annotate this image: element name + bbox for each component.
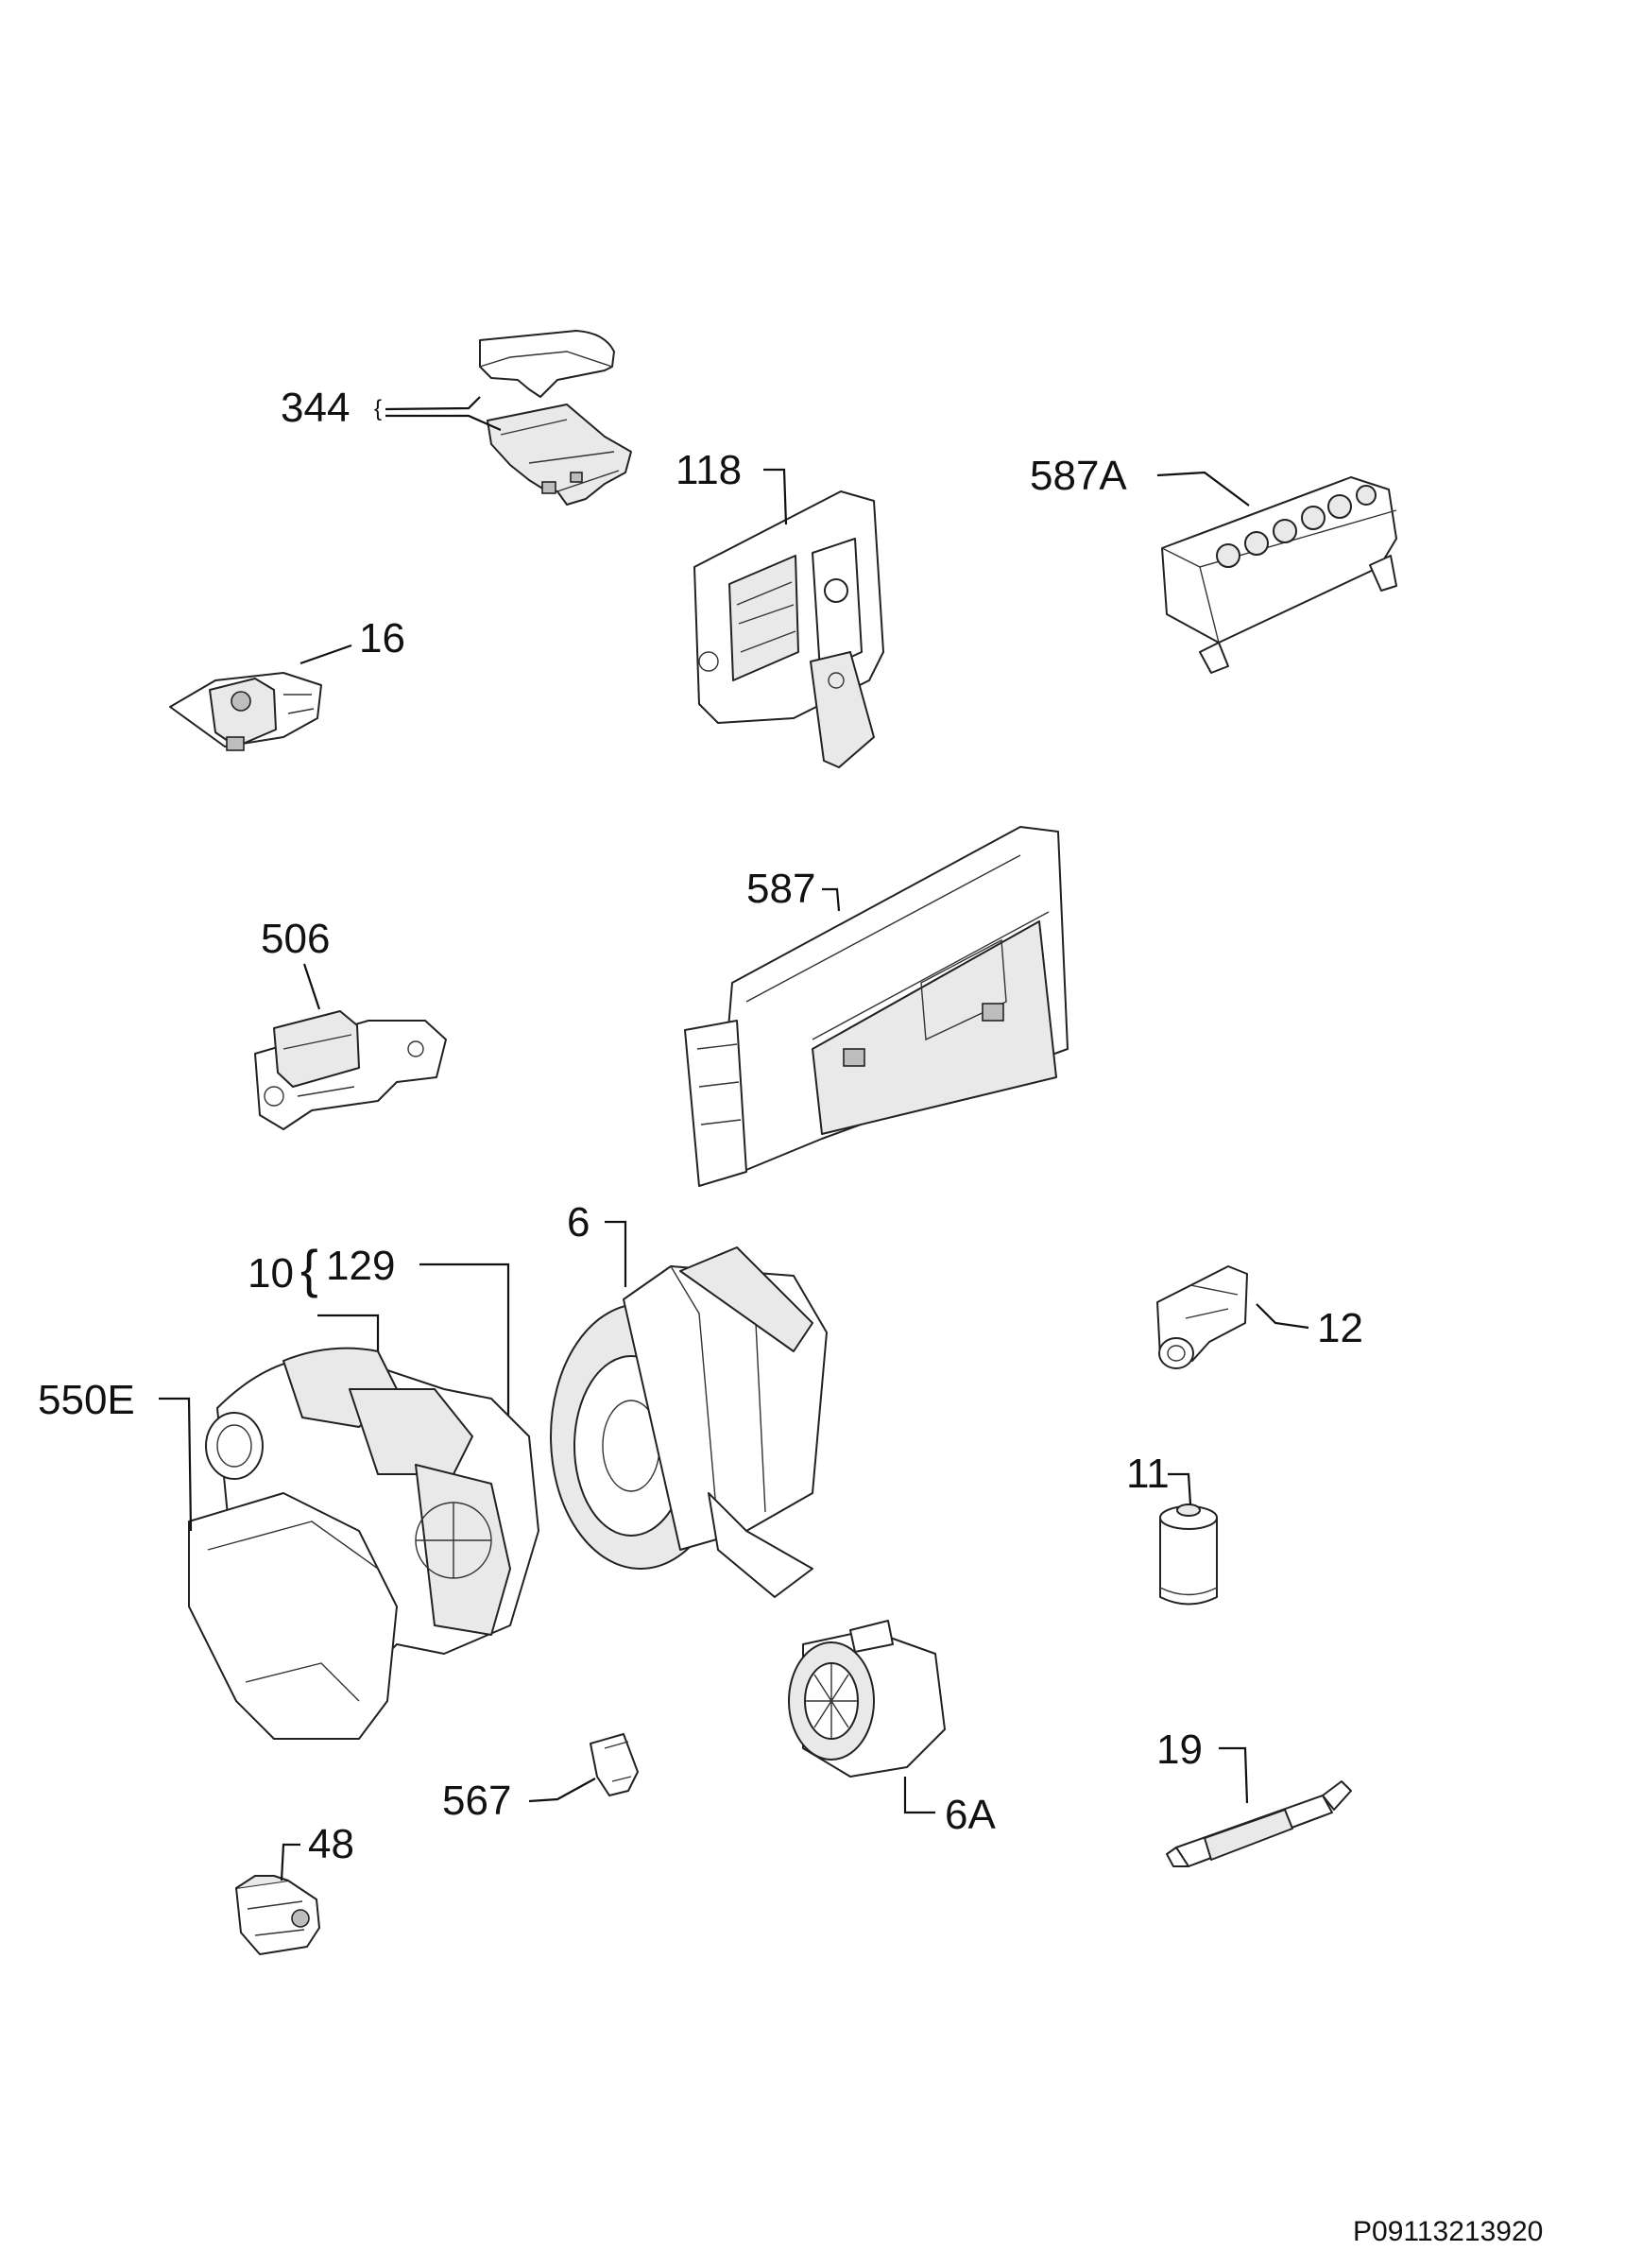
callout-6A: 6A xyxy=(945,1792,996,1838)
brace-344: { xyxy=(374,396,382,421)
part-567-drawing xyxy=(590,1733,639,1796)
part-344-drawing xyxy=(479,330,632,506)
part-6-drawing xyxy=(550,1246,828,1598)
callout-48: 48 xyxy=(308,1821,354,1867)
leader-6A xyxy=(903,1777,935,1814)
document-code: P09113213920 xyxy=(1353,2216,1543,2247)
part-587-drawing xyxy=(684,826,1069,1187)
callout-19: 19 xyxy=(1156,1727,1203,1773)
part-118-drawing xyxy=(693,490,884,768)
part-587A-drawing xyxy=(1161,476,1397,674)
callout-587: 587 xyxy=(746,866,815,912)
callout-118: 118 xyxy=(676,447,742,493)
callout-344: 344 xyxy=(281,385,350,431)
part-11-drawing xyxy=(1159,1503,1218,1606)
callout-129: 129 xyxy=(326,1243,395,1289)
callout-6: 6 xyxy=(567,1199,590,1246)
leader-16 xyxy=(299,644,352,665)
leader-567 xyxy=(528,1778,596,1803)
callout-567: 567 xyxy=(442,1778,511,1824)
leader-550E xyxy=(159,1397,193,1532)
part-550E-drawing xyxy=(188,1347,539,1740)
callout-12: 12 xyxy=(1317,1305,1363,1351)
part-19-drawing xyxy=(1166,1780,1352,1867)
part-48-drawing xyxy=(235,1875,320,1955)
leader-6 xyxy=(605,1220,627,1287)
part-506-drawing xyxy=(254,1010,447,1130)
leader-118 xyxy=(763,468,788,525)
leader-12 xyxy=(1256,1303,1309,1330)
leader-10 xyxy=(317,1314,380,1351)
leader-506 xyxy=(302,963,321,1010)
leader-587 xyxy=(822,887,841,912)
callout-550E: 550E xyxy=(38,1377,135,1423)
leader-19 xyxy=(1219,1746,1249,1804)
callout-587A: 587A xyxy=(1030,453,1127,499)
callout-10: 10 xyxy=(248,1250,294,1297)
callout-11: 11 xyxy=(1126,1451,1170,1497)
callout-16: 16 xyxy=(359,615,405,662)
part-6A-drawing xyxy=(788,1620,946,1778)
part-12-drawing xyxy=(1156,1265,1248,1369)
brace-10: { xyxy=(300,1239,318,1298)
callout-506: 506 xyxy=(261,916,330,962)
leader-344 xyxy=(385,396,502,432)
leader-11 xyxy=(1168,1472,1192,1505)
leader-129 xyxy=(419,1263,510,1418)
part-16-drawing xyxy=(169,672,322,751)
leader-587A xyxy=(1156,471,1250,507)
leader-48 xyxy=(280,1843,300,1881)
